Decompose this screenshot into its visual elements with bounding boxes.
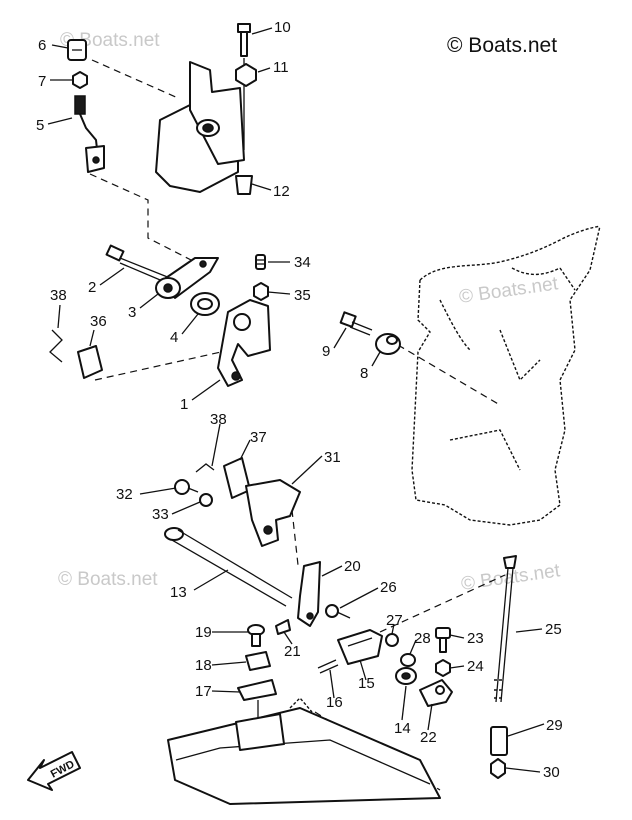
callout-21: 21 xyxy=(284,643,301,660)
callout-14: 14 xyxy=(394,720,411,737)
watermark-right: © Boats.net xyxy=(458,273,560,308)
copyright-text: © Boats.net xyxy=(447,34,557,57)
shift-bracket xyxy=(155,61,245,193)
part-24-nut xyxy=(435,659,451,677)
leader-lines xyxy=(47,27,545,773)
callout-22: 22 xyxy=(420,729,437,746)
callout-10: 10 xyxy=(274,19,291,36)
part-31-bracket xyxy=(245,479,301,547)
part-14-collar xyxy=(395,667,417,685)
part-16-pin xyxy=(317,659,339,674)
callout-32: 32 xyxy=(116,486,133,503)
callout-30: 30 xyxy=(543,764,560,781)
callout-23: 23 xyxy=(467,630,484,647)
callout-28: 28 xyxy=(414,630,431,647)
part-23-screw xyxy=(435,627,451,653)
callout-7: 7 xyxy=(38,73,46,90)
callout-31: 31 xyxy=(324,449,341,466)
callout-1: 1 xyxy=(180,396,188,413)
part-25-rod xyxy=(494,555,517,703)
callout-4: 4 xyxy=(170,329,178,346)
callout-20: 20 xyxy=(344,558,361,575)
callout-9: 9 xyxy=(322,343,330,360)
part-32-screw xyxy=(174,479,199,495)
callout-29: 29 xyxy=(546,717,563,734)
part-35-nut xyxy=(253,282,269,301)
callout-5: 5 xyxy=(36,117,44,134)
lower-cowling xyxy=(167,696,441,805)
callout-25: 25 xyxy=(545,621,562,638)
part-17-clamp xyxy=(237,679,277,701)
callout-12: 12 xyxy=(273,183,290,200)
fwd-arrow: FWD xyxy=(27,751,81,791)
part-19-bolt xyxy=(247,624,265,647)
part-12-cap xyxy=(235,175,253,195)
part-38-pin-lower xyxy=(195,463,215,473)
part-38-pin-upper xyxy=(49,329,63,363)
callout-8: 8 xyxy=(360,365,368,382)
part-30-nut xyxy=(490,758,506,779)
callout-13: 13 xyxy=(170,584,187,601)
callout-15: 15 xyxy=(358,675,375,692)
part-2-bolt xyxy=(105,244,176,286)
part-26-bolt xyxy=(325,604,351,619)
callout-17: 17 xyxy=(195,683,212,700)
part-9-bolt xyxy=(339,311,373,336)
part-18-clip xyxy=(245,651,271,671)
callout-36: 36 xyxy=(90,313,107,330)
callout-35: 35 xyxy=(294,287,311,304)
callout-16: 16 xyxy=(326,694,343,711)
callout-19: 19 xyxy=(195,624,212,641)
part-34-spring xyxy=(255,254,266,270)
part-27-washer xyxy=(385,633,399,647)
engine-block xyxy=(411,225,601,526)
part-5-rod xyxy=(74,95,105,173)
part-10-bolt xyxy=(237,23,251,150)
callout-18: 18 xyxy=(195,657,212,674)
callout-24: 24 xyxy=(467,658,484,675)
callout-34: 34 xyxy=(294,254,311,271)
callout-6: 6 xyxy=(38,37,46,54)
part-20-arm xyxy=(297,561,321,627)
part-11-nut xyxy=(235,63,257,87)
part-29-connector xyxy=(490,726,508,756)
part-13-shaft xyxy=(164,527,293,607)
part-15-block xyxy=(337,629,383,665)
part-21-pin xyxy=(275,619,291,635)
part-7-nut xyxy=(72,71,88,89)
callout-3: 3 xyxy=(128,304,136,321)
part-28-bushing xyxy=(400,653,416,667)
part-8-collar xyxy=(375,333,401,355)
callout-38-lower: 38 xyxy=(210,411,227,428)
callout-38-upper: 38 xyxy=(50,287,67,304)
callout-labels: 1 2 3 4 5 6 7 8 9 10 11 12 13 14 15 16 1… xyxy=(36,19,563,781)
callout-26: 26 xyxy=(380,579,397,596)
part-6-joint xyxy=(67,39,87,61)
callout-2: 2 xyxy=(88,279,96,296)
callout-37: 37 xyxy=(250,429,267,446)
part-1-arm xyxy=(217,299,271,387)
callout-33: 33 xyxy=(152,506,169,523)
part-22-link xyxy=(419,679,453,707)
part-3-lever xyxy=(155,257,219,299)
callout-27: 27 xyxy=(386,612,403,629)
watermark-left: © Boats.net xyxy=(58,569,158,590)
part-33-washer xyxy=(199,493,213,507)
part-4-collar xyxy=(190,292,220,316)
part-36-block xyxy=(77,345,103,379)
callout-11: 11 xyxy=(273,59,289,76)
